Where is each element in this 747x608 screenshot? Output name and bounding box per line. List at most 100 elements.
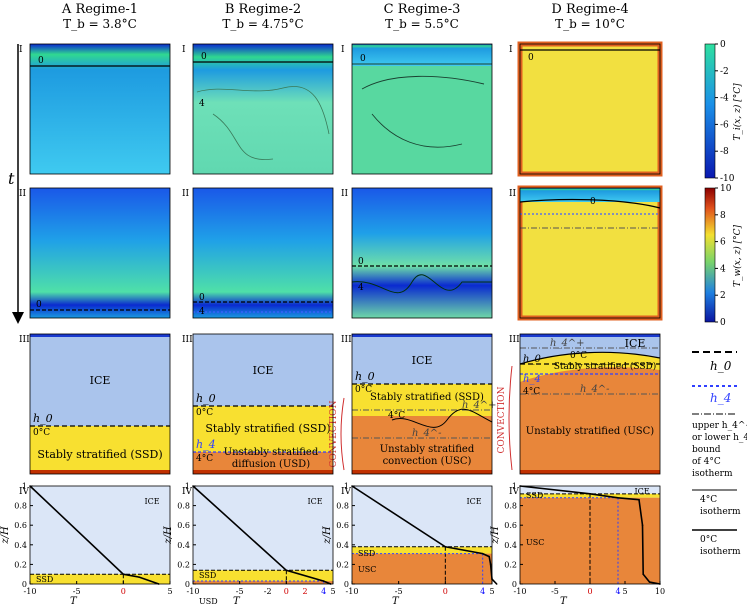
schem-b-h4-label: h_4 bbox=[196, 438, 216, 451]
panel-frame-B2 bbox=[192, 187, 334, 319]
chart-a-ytick-label: 0 bbox=[22, 580, 27, 589]
schem-d-convection-label: CONVECTION bbox=[497, 386, 507, 453]
col-b-name: Regime-2 bbox=[238, 2, 302, 17]
chart-c-ssd-label: SSD bbox=[358, 549, 375, 558]
row-label-D-IV: IV bbox=[509, 487, 520, 497]
column-header-d: D Regime-4 T_b = 10°C bbox=[520, 2, 660, 31]
schem-c-zero-label: 0°C bbox=[355, 385, 372, 395]
schem-c-h4m-label: h_4^- bbox=[412, 428, 442, 439]
panel-c1-contours bbox=[352, 63, 492, 148]
chart-a-xtick-label: -10 bbox=[24, 587, 37, 596]
chart-c-usc-label: USC bbox=[358, 565, 376, 574]
schem-c-bottom bbox=[352, 470, 492, 474]
colorbar-ice-tick-label: 0 bbox=[720, 40, 726, 50]
row-label-C-IV: IV bbox=[341, 487, 352, 497]
col-b-tb: T_b = 4.75°C bbox=[222, 17, 304, 31]
col-c-tb: T_b = 5.5°C bbox=[385, 17, 459, 31]
row-label-B-II: II bbox=[182, 189, 190, 199]
chart-a-ytick-label: 1 bbox=[22, 482, 27, 491]
colorbar-water-tick-label: 4 bbox=[720, 264, 726, 274]
chart-d-ytick-label: 0.6 bbox=[504, 521, 517, 530]
panel-b2-label-4: 4 bbox=[199, 307, 205, 317]
schem-d-zero-label: 0°C bbox=[570, 351, 587, 361]
legend-h4-label: h_4 bbox=[710, 391, 731, 405]
chart-d-ytick-label: 0.2 bbox=[504, 560, 517, 569]
colorbar-ice-tick-label: -8 bbox=[720, 147, 729, 157]
schem-d-bottom bbox=[520, 470, 660, 474]
chart-b-ytick-label: 0.4 bbox=[177, 541, 190, 550]
panel-c1-label-0: 0 bbox=[360, 54, 366, 64]
col-d-letter: D bbox=[551, 2, 562, 17]
chart-c-xtick-label: 0 bbox=[443, 587, 448, 596]
schem-frame-D bbox=[519, 333, 661, 475]
panel-d1-label-0: 0 bbox=[528, 53, 534, 63]
chart-b-ssd-region bbox=[193, 570, 333, 582]
colorbar-ice-tick-label: -10 bbox=[720, 174, 735, 184]
colorbar-ice-tick-label: -4 bbox=[720, 94, 729, 104]
schem-c-convection-label: CONVECTION bbox=[329, 400, 339, 467]
chart-a-xlabel: T bbox=[70, 596, 78, 607]
col-b-letter: B bbox=[224, 2, 235, 17]
col-c-name: Regime-3 bbox=[397, 2, 461, 17]
chart-b-frame bbox=[192, 485, 334, 585]
row-label-C-II: II bbox=[341, 189, 349, 199]
chart-c-ytick-label: 0.8 bbox=[336, 502, 349, 511]
chart-b-xtick-label: 5 bbox=[330, 587, 335, 596]
legend-iso0-label: 0°C bbox=[700, 535, 717, 545]
panel-d2-label-0: 0 bbox=[590, 197, 596, 207]
chart-c-point bbox=[489, 563, 492, 566]
chart-d-ice-label: ICE bbox=[634, 487, 649, 496]
chart-d-ytick-label: 0.8 bbox=[504, 502, 517, 511]
panel-frame-D2 bbox=[519, 187, 661, 319]
row-label-B-I: I bbox=[182, 45, 186, 55]
panel-frame-B1 bbox=[192, 43, 334, 175]
panel-a1-field bbox=[30, 44, 170, 174]
chart-c-ytick-label: 0.6 bbox=[336, 521, 349, 530]
schem-d-ssd-label: Stably stratified (SSD) bbox=[554, 361, 657, 372]
chart-b-point bbox=[285, 569, 288, 572]
schem-c-ice-label: ICE bbox=[412, 354, 433, 367]
chart-a-ytick-label: 0.6 bbox=[14, 521, 27, 530]
chart-c-xlabel: T bbox=[392, 596, 400, 607]
schem-b-h0-label: h_0 bbox=[196, 392, 216, 405]
schem-d-top bbox=[520, 334, 660, 337]
chart-c-ssd-region bbox=[352, 546, 492, 554]
panel-b2-field bbox=[193, 188, 333, 318]
schem-b-ssd-layer bbox=[193, 406, 333, 452]
colorbar-water-tick-label: 2 bbox=[720, 291, 726, 301]
chart-c-point bbox=[481, 552, 484, 555]
schem-a-bottom bbox=[30, 470, 170, 474]
legend-bounds-line: isotherm bbox=[692, 469, 733, 479]
schem-d-ice-label: ICE bbox=[625, 337, 646, 350]
schem-b-bottom bbox=[193, 470, 333, 474]
colorbar-water-tick-label: 6 bbox=[720, 238, 726, 248]
panel-c1-ice bbox=[352, 44, 492, 66]
chart-a-frame bbox=[29, 485, 171, 585]
chart-c-xtick-label: 5 bbox=[489, 587, 494, 596]
schem-d-ice-layer bbox=[520, 334, 660, 364]
schem-b-four-label: 4°C bbox=[196, 454, 213, 464]
row-label-A-IV: IV bbox=[19, 487, 30, 497]
chart-d-point bbox=[617, 496, 619, 499]
chart-c-extra-tick-label: 4 bbox=[480, 587, 485, 596]
schem-a-ssd-layer bbox=[30, 426, 170, 470]
schem-frame-A bbox=[29, 333, 171, 475]
schem-d-usc-label: Unstably stratified (USC) bbox=[526, 426, 655, 437]
schem-a-h0-label: h_0 bbox=[33, 412, 53, 425]
panel-b1-contours bbox=[196, 86, 330, 160]
chart-b-ice-label: ICE bbox=[307, 497, 322, 506]
colorbar-water-label: T_w(x, z) [°C] bbox=[732, 224, 743, 287]
chart-c-point bbox=[488, 555, 491, 558]
chart-b-ylabel: z/H bbox=[163, 526, 174, 545]
legend-bounds-line: upper h_4^+ bbox=[692, 421, 747, 431]
row-label-A-I: I bbox=[19, 45, 23, 55]
colorbar-water-tick-label: 0 bbox=[720, 318, 726, 328]
schem-b-usd-label-2: diffusion (USD) bbox=[232, 459, 310, 470]
colorbar-water bbox=[704, 187, 716, 323]
schem-c-convection-brace bbox=[340, 397, 345, 471]
colorbar-ice bbox=[704, 43, 716, 179]
chart-b-ytick-label: 0.8 bbox=[177, 502, 190, 511]
